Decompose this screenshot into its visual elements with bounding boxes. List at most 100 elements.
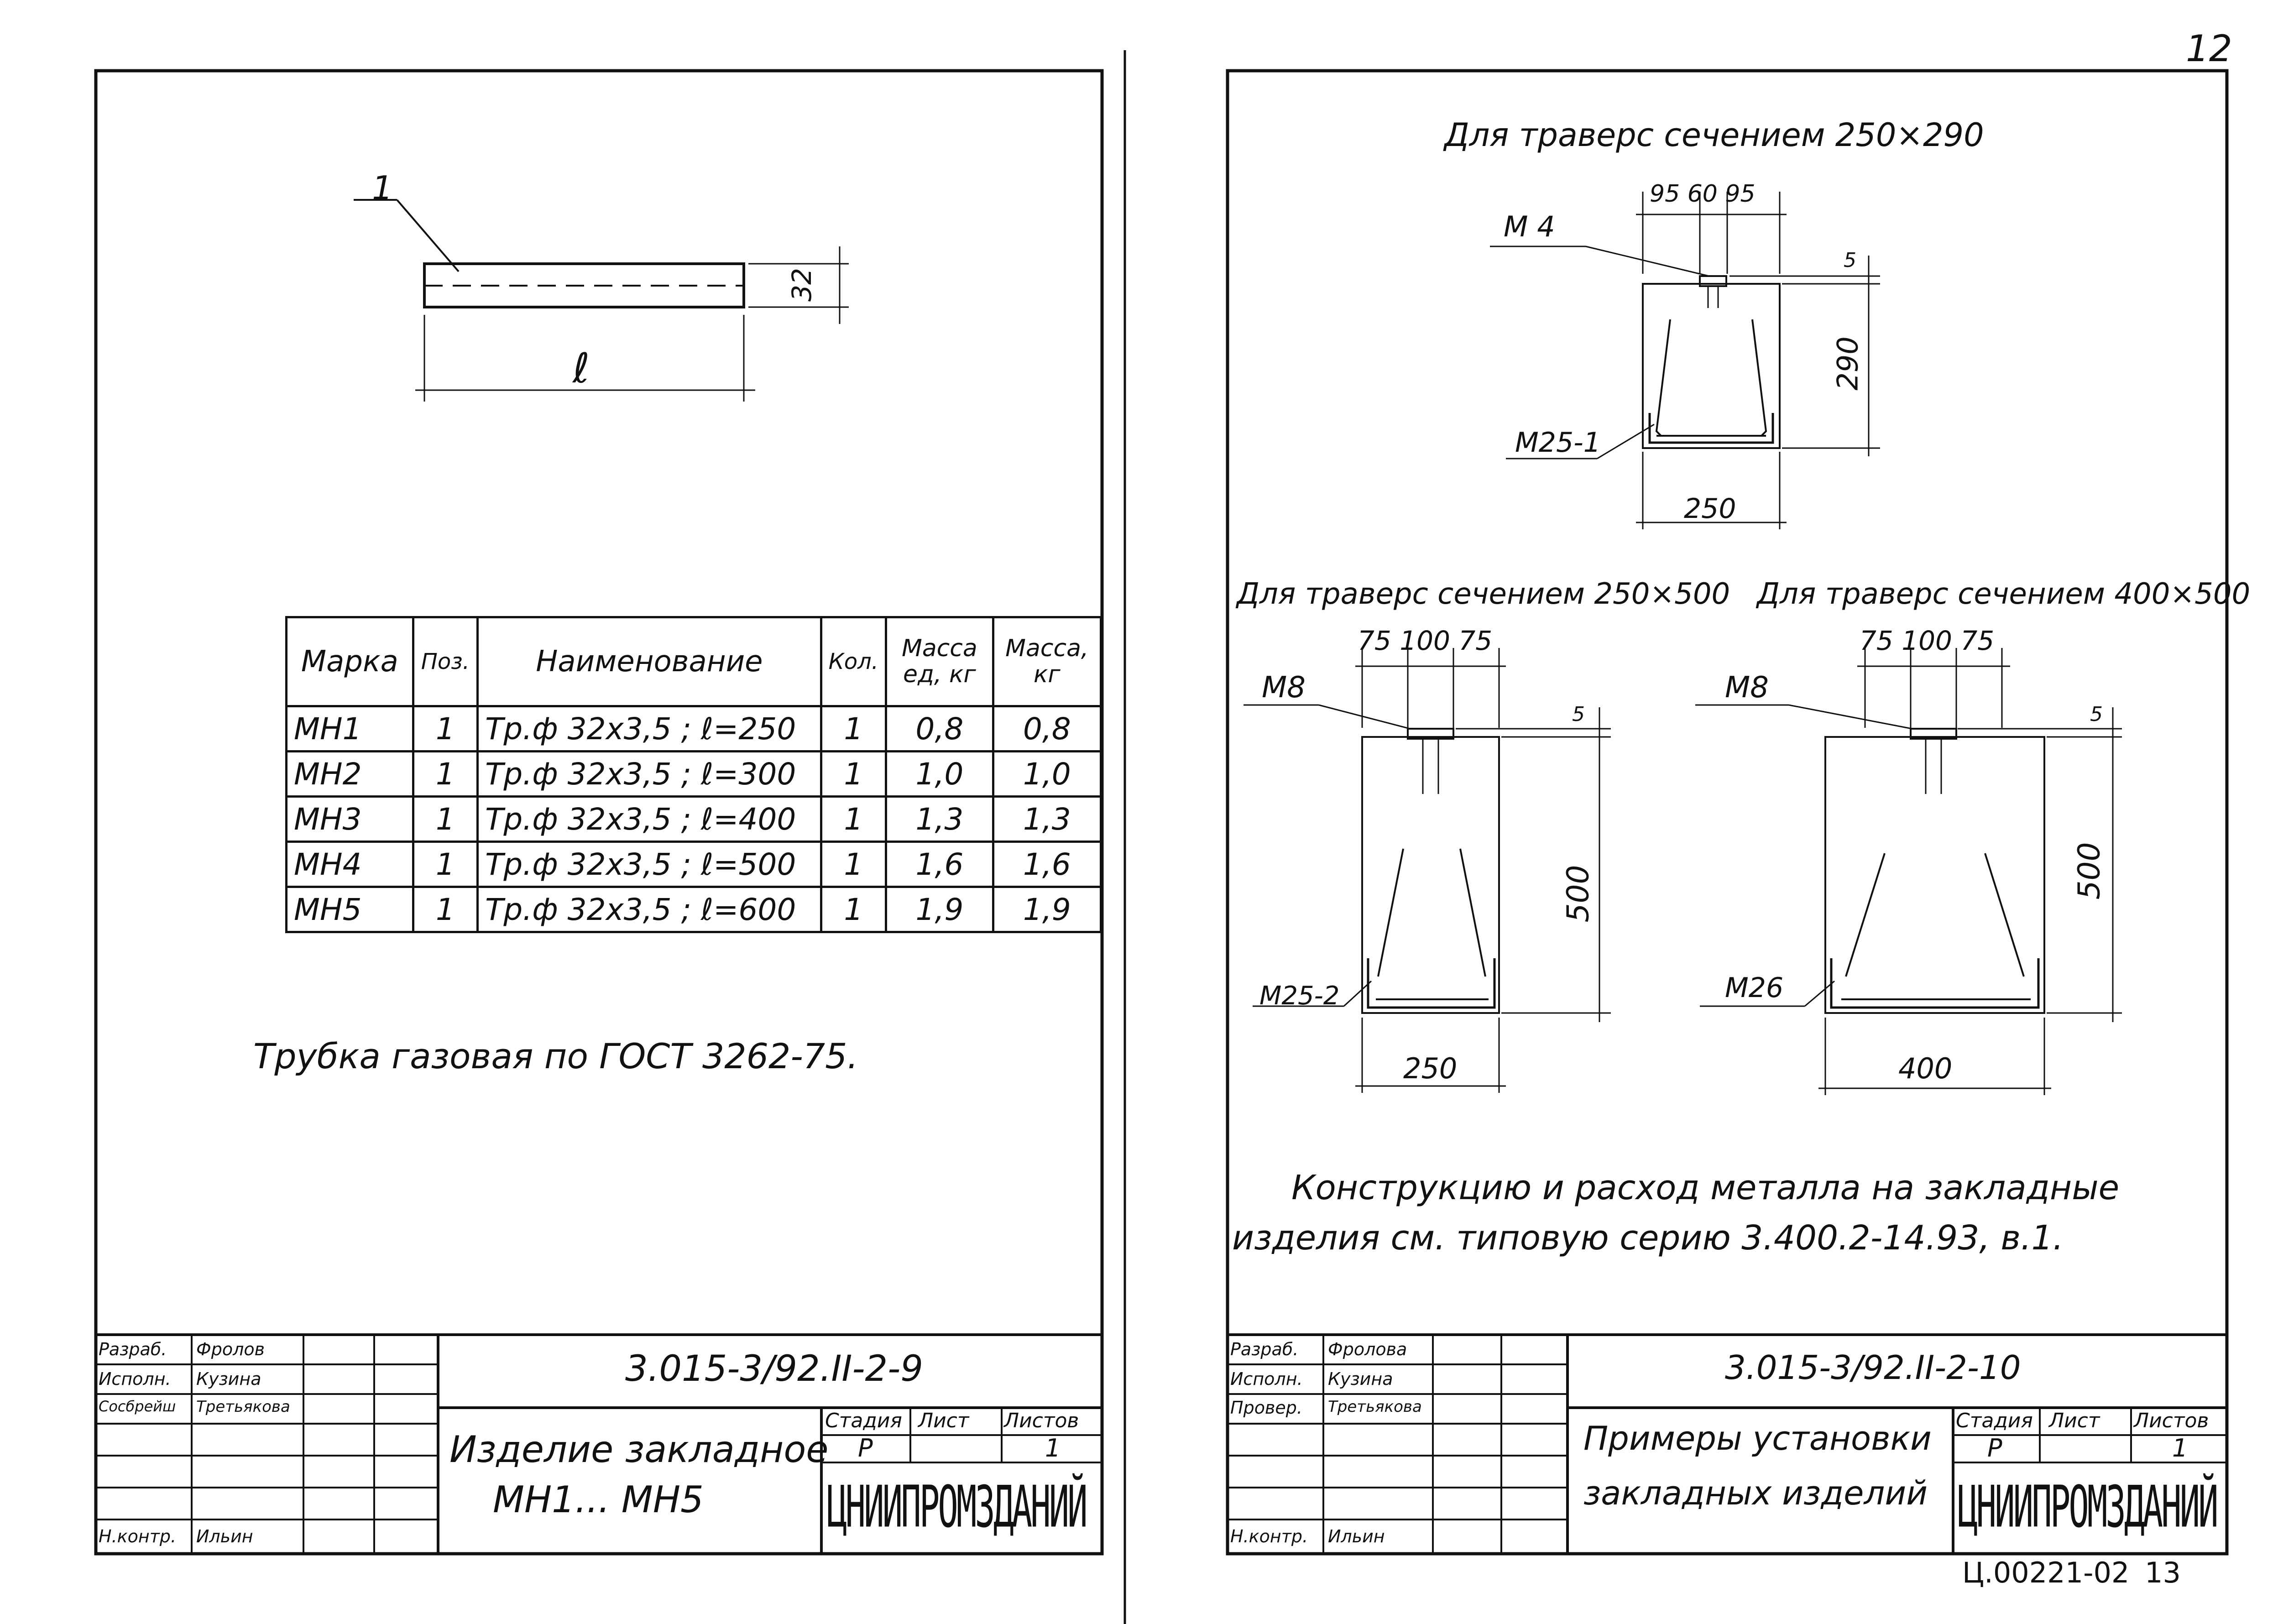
cell-mass: 0,8 [992,705,1102,752]
spec-header-unit-mass: Масса ед, кг [885,616,994,707]
spec-header-mass: Масса, кг [992,616,1102,707]
cell-pos: 1 [412,795,479,843]
cell-name: Тр.ф 32х3,5 ; ℓ=250 [476,705,822,752]
left-stage-label: Стадия [825,1409,902,1432]
right-drawing-title: Примеры установки [1583,1419,1932,1457]
section3-mark-top: М8 [1725,671,1769,705]
right-note-line2: изделия см. типовую серию 3.400.2-14.93,… [1232,1218,2064,1258]
table-row: МН1 1 Тр.ф 32х3,5 ; ℓ=250 1 0,8 0,8 [285,705,1102,752]
right-drawing-code: 3.015-3/92.II-2-10 [1725,1348,2021,1387]
section1-top-dims: 95 60 95 [1650,180,1756,208]
footer-code: Ц.00221-02 [1962,1556,2130,1589]
section2-height-dim: 500 [1560,865,1596,923]
cell-mass: 1,0 [992,750,1102,798]
left-signer-name: Кузина [196,1369,261,1389]
section2-mark-bottom: М25-2 [1259,981,1340,1011]
left-signer-name: Ильин [196,1526,253,1546]
right-signer-name: Фролова [1328,1339,1407,1359]
cell-qty: 1 [820,841,888,888]
section2-mark-top: М8 [1262,671,1306,705]
right-signer-role: Исполн. [1230,1369,1303,1389]
right-sheets-value: 1 [2172,1434,2188,1462]
table-row: МН5 1 Тр.ф 32х3,5 ; ℓ=600 1 1,9 1,9 [285,886,1102,933]
section3-width-dim: 400 [1898,1052,1953,1085]
section1-title: Для траверс сечением 250×290 [1444,116,1984,154]
right-signer-name: Ильин [1328,1526,1385,1546]
right-signer-role: Н.контр. [1230,1526,1308,1546]
section1-mark-top: М 4 [1504,210,1555,243]
corner-page-number: 12 [2186,27,2232,70]
cell-qty: 1 [820,750,888,798]
section2-top-dims: 75 100 75 [1358,625,1493,656]
cell-mark: МН3 [285,795,414,843]
right-signer-role: Разраб. [1230,1339,1299,1359]
cell-unit-mass: 1,0 [885,750,994,798]
part-position-label: 1 [372,169,393,207]
left-signer-name: Фролов [196,1339,265,1359]
cell-pos: 1 [412,841,479,888]
spec-header-pos: Поз. [412,616,479,707]
cell-mark: МН5 [285,886,414,933]
cell-pos: 1 [412,886,479,933]
specification-table: Марка Поз. Наименование Кол. Масса ед, к… [285,616,1102,933]
section3-top-dims: 75 100 75 [1860,625,1995,656]
spec-header-qty: Кол. [820,616,888,707]
cell-mark: МН1 [285,705,414,752]
cell-pos: 1 [412,750,479,798]
cell-mark: МН2 [285,750,414,798]
footer-page-number: 13 [2145,1556,2181,1589]
section2-gap-dim: 5 [1572,703,1585,726]
left-organization: ЦНИИПРОМЗДАНИЙ [827,1474,1088,1541]
right-sheet-label: Лист [2049,1409,2100,1432]
cell-name: Тр.ф 32х3,5 ; ℓ=500 [476,841,822,888]
right-organization: ЦНИИПРОМЗДАНИЙ [1958,1474,2219,1541]
left-drawing-code: 3.015-3/92.II-2-9 [625,1348,923,1389]
right-note-line1: Конструкцию и расход металла на закладны… [1291,1168,2120,1207]
cell-mass: 1,3 [992,795,1102,843]
cell-name: Тр.ф 32х3,5 ; ℓ=400 [476,795,822,843]
section2-width-dim: 250 [1403,1052,1458,1085]
right-sheets-label: Листов [2134,1409,2209,1432]
right-signer-name: Третьякова [1328,1398,1422,1416]
spec-header-mark: Марка [285,616,414,707]
section3-height-dim: 500 [2071,842,2107,900]
left-drawing-title: Изделие закладное [449,1428,829,1471]
left-sheets-value: 1 [1045,1434,1061,1462]
cell-unit-mass: 1,3 [885,795,994,843]
left-sheets-label: Листов [1004,1409,1079,1432]
section3-title: Для траверс сечением 400×500 [1757,577,2251,611]
cell-name: Тр.ф 32х3,5 ; ℓ=300 [476,750,822,798]
section1-height-dim: 290 [1831,336,1865,391]
table-row: МН4 1 Тр.ф 32х3,5 ; ℓ=500 1 1,6 1,6 [285,841,1102,888]
left-signer-role: Сосбрейш [99,1398,176,1415]
spec-header-row: Марка Поз. Наименование Кол. Масса ед, к… [285,616,1102,707]
cell-name: Тр.ф 32х3,5 ; ℓ=600 [476,886,822,933]
pipe-height-dimension: 32 [786,268,817,302]
cell-unit-mass: 1,9 [885,886,994,933]
section3-gap-dim: 5 [2090,703,2103,726]
left-drawing-subtitle: МН1... МН5 [493,1478,704,1521]
pipe-length-dimension: ℓ [573,345,590,392]
left-signer-role: Исполн. [99,1369,171,1389]
cell-qty: 1 [820,795,888,843]
spec-header-name: Наименование [476,616,822,707]
left-stage-value: Р [858,1434,873,1462]
right-stage-value: Р [1987,1434,2002,1462]
table-row: МН3 1 Тр.ф 32х3,5 ; ℓ=400 1 1,3 1,3 [285,795,1102,843]
section2-title: Для траверс сечением 250×500 [1237,577,1730,611]
right-signer-name: Кузина [1328,1369,1393,1389]
cell-unit-mass: 0,8 [885,705,994,752]
left-signer-role: Н.контр. [99,1526,177,1546]
section1-gap-dim: 5 [1844,249,1856,272]
table-row: МН2 1 Тр.ф 32х3,5 ; ℓ=300 1 1,0 1,0 [285,750,1102,798]
cell-qty: 1 [820,886,888,933]
right-stage-label: Стадия [1956,1409,2033,1432]
section3-mark-bottom: М26 [1725,972,1784,1004]
left-sheet-label: Лист [918,1409,969,1432]
cell-mark: МН4 [285,841,414,888]
cell-mass: 1,6 [992,841,1102,888]
cell-mass: 1,9 [992,886,1102,933]
section1-mark-bottom: М25-1 [1515,427,1601,459]
right-drawing-subtitle: закладных изделий [1583,1474,1928,1512]
